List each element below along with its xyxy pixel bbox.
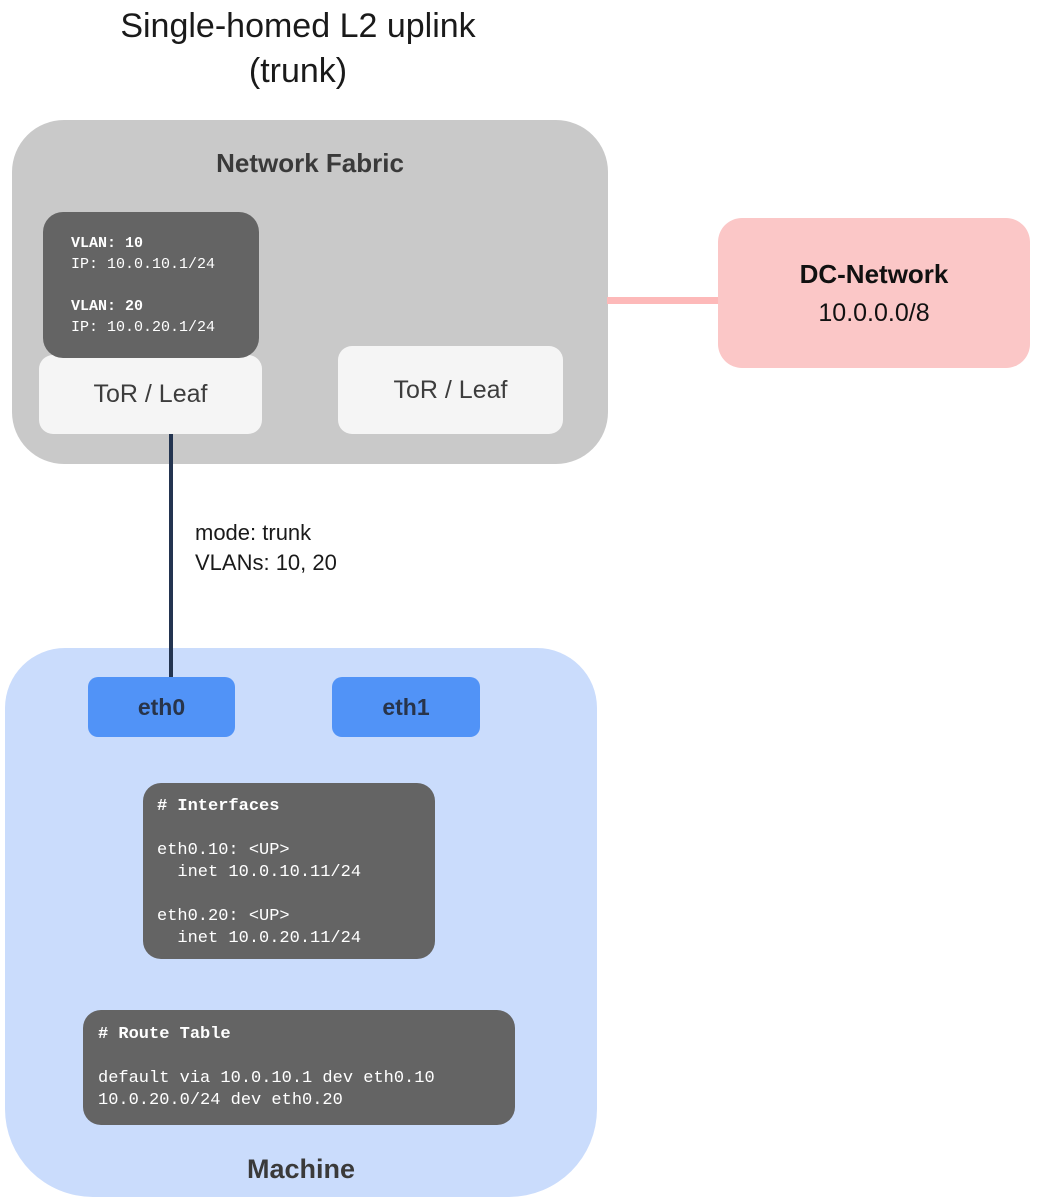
diagram-title-line2: (trunk) <box>248 52 348 90</box>
diagram-title-line1: Single-homed L2 uplink <box>120 7 476 45</box>
network-fabric-title: Network Fabric <box>216 148 404 178</box>
code-line <box>157 884 435 906</box>
code-line: default via 10.0.10.1 dev eth0.10 <box>98 1069 435 1088</box>
diagram-title: Single-homed L2 uplink (trunk) <box>48 4 548 94</box>
nic-eth1-label: eth1 <box>382 693 430 720</box>
code-line: # Interfaces <box>157 797 280 816</box>
code-line: IP: 10.0.10.1/24 <box>71 256 216 273</box>
vlan-config-box: VLAN: 10 IP: 10.0.10.1/24 VLAN: 20 IP: 10.… <box>43 212 259 358</box>
nic-eth0-label: eth0 <box>137 693 186 720</box>
code-line: inet 10.0.10.11/24 <box>157 863 362 882</box>
dc-network-box: DC-Network 10.0.0.0/8 <box>718 218 1030 368</box>
trunk-mode-label: mode: trunk <box>195 520 312 545</box>
tor-leaf-node-left: ToR / Leaf <box>39 355 262 434</box>
nic-eth0: eth0 <box>88 677 235 737</box>
code-line: 10.0.20.0/24 dev eth0.20 <box>98 1091 343 1110</box>
dc-network-title: DC-Network <box>799 258 949 289</box>
machine-title: Machine <box>246 1154 356 1184</box>
code-line: VLAN: 10 <box>71 235 144 252</box>
interfaces-code-box: # Interfaces eth0.10: <UP> inet 10.0.10.… <box>143 783 435 959</box>
nic-eth1: eth1 <box>332 677 480 737</box>
code-line: VLAN: 20 <box>71 298 144 315</box>
code-line <box>157 818 435 840</box>
code-line <box>71 275 259 296</box>
code-line: eth0.20: <UP> <box>157 907 290 926</box>
code-line <box>98 1046 515 1068</box>
trunk-vlans-label: VLANs: 10, 20 <box>195 550 337 575</box>
trunk-link-line <box>169 434 173 677</box>
code-line: # Route Table <box>98 1025 231 1044</box>
dc-uplink-line <box>607 297 718 304</box>
tor-leaf-node-right: ToR / Leaf <box>338 346 563 434</box>
tor-leaf-right-label: ToR / Leaf <box>393 375 508 404</box>
dc-network-subnet: 10.0.0.0/8 <box>818 298 930 327</box>
tor-leaf-left-label: ToR / Leaf <box>93 380 208 408</box>
code-line: IP: 10.0.20.1/24 <box>71 319 216 336</box>
route-table-code-box: # Route Table default via 10.0.10.1 dev … <box>83 1010 515 1125</box>
trunk-link-label: mode: trunk VLANs: 10, 20 <box>195 518 337 578</box>
code-line: inet 10.0.20.11/24 <box>157 929 362 948</box>
code-line: eth0.10: <UP> <box>157 841 290 860</box>
